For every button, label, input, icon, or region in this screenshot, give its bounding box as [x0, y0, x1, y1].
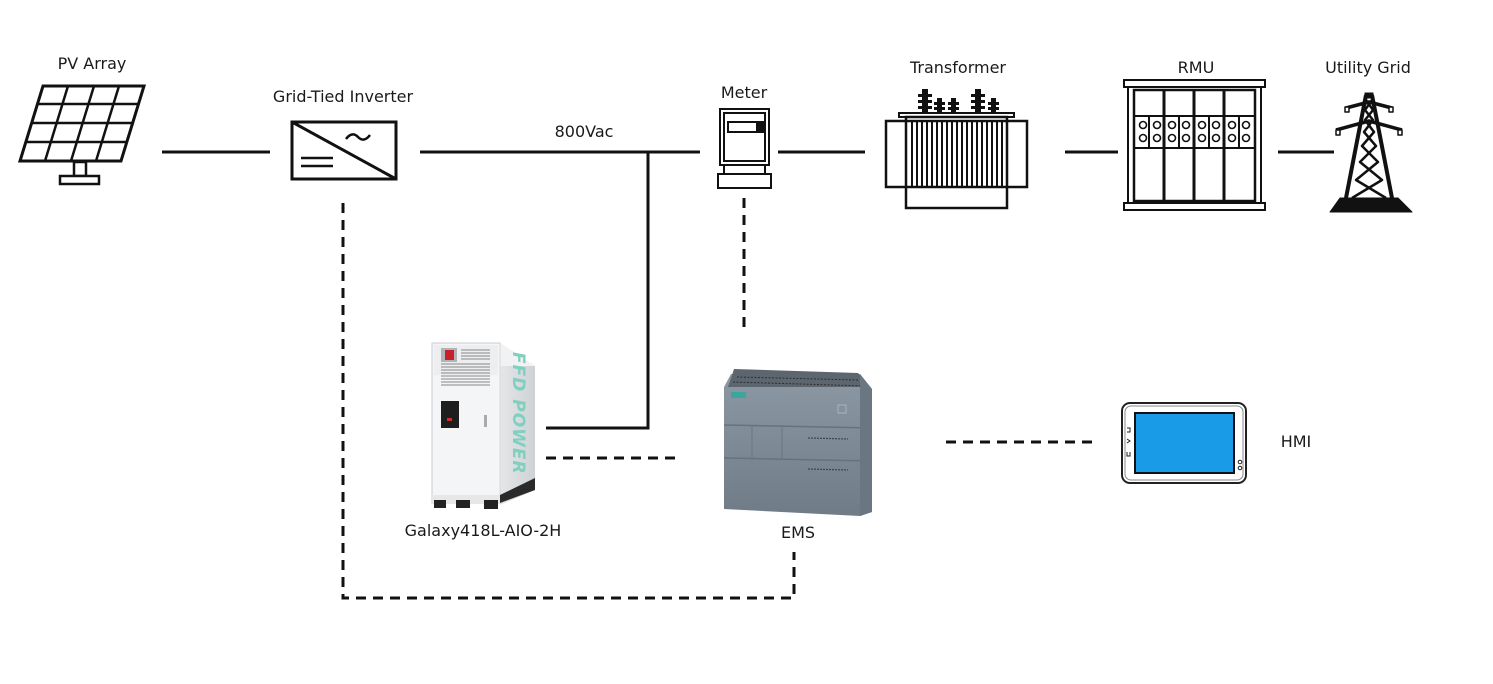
- battery-cabinet-label: Galaxy418L-AIO-2H: [405, 521, 562, 540]
- inverter-label: Grid-Tied Inverter: [273, 87, 414, 106]
- utility-grid-label: Utility Grid: [1325, 58, 1411, 77]
- meter-label: Meter: [721, 83, 768, 102]
- rmu-label: RMU: [1178, 58, 1215, 77]
- battery-cabinet-node[interactable]: FFD POWER Galaxy418L-AIO-2H: [405, 342, 562, 540]
- transmission-tower-icon: [1329, 92, 1413, 213]
- comm-line-inverter-ems: [341, 203, 796, 600]
- hmi-node[interactable]: HMI: [1121, 402, 1312, 484]
- inverter-node[interactable]: Grid-Tied Inverter: [273, 87, 414, 181]
- solar-panel-icon: [17, 84, 147, 186]
- transformer-node[interactable]: Transformer: [884, 58, 1029, 210]
- pv-array-label: PV Array: [58, 54, 127, 73]
- transformer-icon: [884, 89, 1029, 210]
- ems-controller-icon: [723, 369, 873, 516]
- hmi-touchscreen-icon: [1121, 402, 1247, 484]
- rmu-node[interactable]: RMU: [1123, 58, 1266, 211]
- power-line-battery-bus: [546, 152, 650, 430]
- ems-node[interactable]: EMS: [723, 369, 873, 542]
- utility-grid-node[interactable]: Utility Grid: [1325, 58, 1413, 213]
- meter-node[interactable]: Meter: [717, 83, 772, 189]
- ems-label: EMS: [781, 523, 815, 542]
- battery-brand-text: FFD POWER: [508, 352, 528, 475]
- meter-icon: [717, 108, 772, 189]
- rmu-icon: [1123, 79, 1266, 211]
- inverter-icon: [290, 120, 398, 181]
- hmi-label: HMI: [1281, 432, 1312, 451]
- pv-array-node[interactable]: PV Array: [17, 54, 147, 186]
- transformer-label: Transformer: [909, 58, 1006, 77]
- bus-voltage-label: 800Vac: [555, 122, 614, 141]
- communication-lines: [341, 198, 1094, 600]
- battery-cabinet-icon: FFD POWER: [431, 342, 535, 509]
- power-lines: [162, 150, 1334, 430]
